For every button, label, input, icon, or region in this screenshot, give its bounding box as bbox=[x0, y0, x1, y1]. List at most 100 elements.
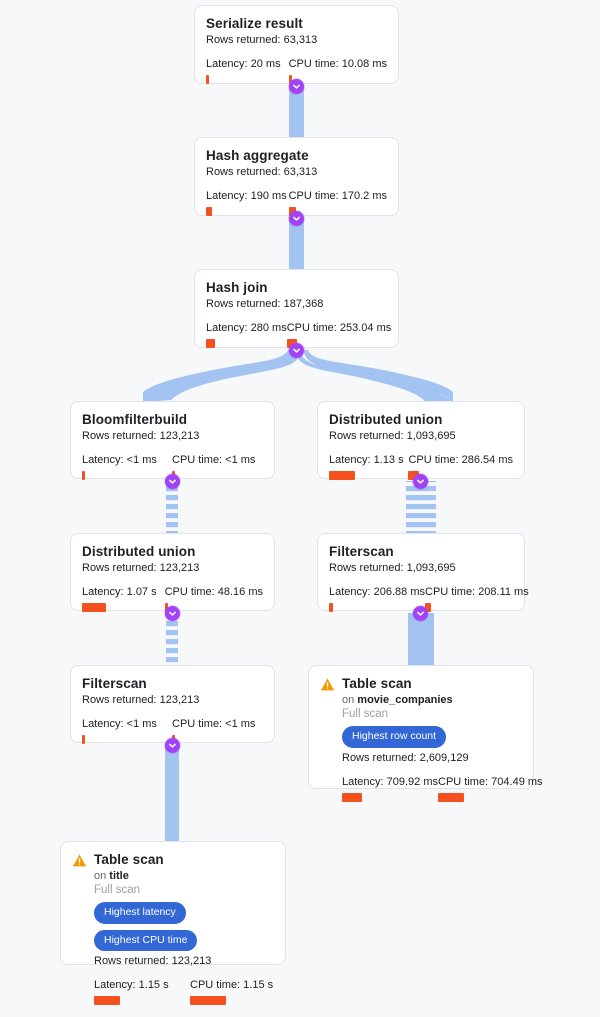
cpu-metric: CPU time: <1 ms bbox=[172, 453, 255, 480]
chevron-down-icon-filterscan-right[interactable] bbox=[413, 606, 428, 621]
latency-label: Latency: 190 ms bbox=[206, 190, 287, 202]
plan-node-distributed-union-left[interactable]: Distributed union Rows returned: 123,213… bbox=[70, 533, 275, 612]
node-header: Distributed union bbox=[82, 543, 263, 560]
cpu-metric: CPU time: 208.11 ms bbox=[425, 585, 529, 612]
node-badges: Highest row count bbox=[342, 726, 522, 748]
node-header: Hash join bbox=[206, 279, 387, 296]
edge-aggregate-to-join bbox=[289, 218, 304, 270]
chevron-down-icon-distributed-union-left[interactable] bbox=[165, 606, 180, 621]
edge-serialize-to-aggregate bbox=[289, 86, 304, 138]
chevron-down-icon-distributed-union-right[interactable] bbox=[413, 474, 428, 489]
latency-bar bbox=[82, 471, 85, 480]
node-metrics: Latency: <1 ms CPU time: <1 ms bbox=[82, 717, 263, 744]
latency-label: Latency: 709.92 ms bbox=[342, 775, 439, 788]
plan-node-distributed-union-right[interactable]: Distributed union Rows returned: 1,093,6… bbox=[317, 401, 525, 480]
node-header: Hash aggregate bbox=[206, 147, 387, 164]
badge-highest-latency[interactable]: Highest latency bbox=[94, 902, 186, 924]
edge-join-to-bloomfilterbuild bbox=[143, 350, 300, 402]
node-metrics: Latency: 20 ms CPU time: 10.08 ms bbox=[206, 57, 387, 84]
cpu-label: CPU time: 286.54 ms bbox=[408, 454, 513, 466]
latency-metric: Latency: 190 ms bbox=[206, 189, 289, 216]
node-title: Hash aggregate bbox=[206, 148, 309, 163]
plan-node-hash-aggregate[interactable]: Hash aggregate Rows returned: 63,313 Lat… bbox=[194, 137, 399, 216]
chevron-down-icon-bloomfilterbuild[interactable] bbox=[165, 474, 180, 489]
latency-metric: Latency: 280 ms bbox=[206, 321, 287, 348]
cpu-metric: CPU time: 704.49 ms bbox=[438, 775, 543, 802]
node-title: Filterscan bbox=[82, 676, 147, 691]
node-header: Bloomfilterbuild bbox=[82, 411, 263, 428]
cpu-metric: CPU time: <1 ms bbox=[172, 717, 255, 744]
cpu-metric: CPU time: 10.08 ms bbox=[288, 57, 387, 84]
node-header: Filterscan bbox=[329, 543, 513, 560]
latency-label: Latency: 280 ms bbox=[206, 322, 287, 334]
edge-join-to-bloomfilterbuild-band bbox=[143, 350, 296, 403]
node-title: Filterscan bbox=[329, 544, 394, 559]
plan-node-table-scan-title[interactable]: Table scan on title Full scan Highest la… bbox=[60, 841, 286, 1005]
cpu-metric: CPU time: 253.04 ms bbox=[286, 321, 391, 348]
latency-bar bbox=[206, 75, 209, 84]
node-scan-type: Full scan bbox=[342, 708, 389, 720]
latency-bar bbox=[94, 996, 120, 1005]
cpu-label: CPU time: 170.2 ms bbox=[288, 190, 387, 202]
cpu-label: CPU time: 208.11 ms bbox=[425, 586, 529, 598]
latency-label: Latency: <1 ms bbox=[82, 718, 157, 730]
warning-triangle-icon bbox=[320, 677, 335, 692]
cpu-bar bbox=[438, 792, 464, 802]
node-rows-returned: Rows returned: 123,213 bbox=[82, 562, 200, 574]
plan-node-serialize-result[interactable]: Serialize result Rows returned: 63,313 L… bbox=[194, 5, 399, 84]
chevron-down-icon-serialize-result[interactable] bbox=[289, 79, 304, 94]
latency-metric: Latency: 1.07 s bbox=[82, 585, 165, 612]
chevron-down-icon-filterscan-left[interactable] bbox=[165, 738, 180, 753]
node-scan-target: on movie_companies bbox=[342, 694, 453, 706]
cpu-metric: CPU time: 1.15 s bbox=[190, 978, 273, 1005]
edge-distributed-union-to-filterscan-right bbox=[406, 481, 436, 533]
node-rows-returned: Rows returned: 123,213 bbox=[94, 955, 212, 967]
plan-node-filterscan-left[interactable]: Filterscan Rows returned: 123,213 Latenc… bbox=[70, 665, 275, 744]
plan-node-filterscan-right[interactable]: Filterscan Rows returned: 1,093,695 Late… bbox=[317, 533, 529, 612]
plan-node-bloomfilterbuild[interactable]: Bloomfilterbuild Rows returned: 123,213 … bbox=[70, 401, 275, 480]
latency-metric: Latency: 1.15 s bbox=[94, 978, 190, 1005]
cpu-bar bbox=[190, 996, 226, 1005]
node-title: Distributed union bbox=[329, 412, 443, 427]
node-scan-target: on title bbox=[94, 870, 129, 882]
latency-label: Latency: <1 ms bbox=[82, 454, 157, 466]
latency-metric: Latency: 1.13 s bbox=[329, 453, 408, 480]
latency-bar bbox=[329, 471, 355, 480]
latency-metric: Latency: <1 ms bbox=[82, 453, 172, 480]
node-metrics: Latency: 1.07 s CPU time: 48.16 ms bbox=[82, 585, 263, 612]
node-metrics: Latency: 206.88 ms CPU time: 208.11 ms bbox=[329, 585, 529, 612]
node-header: Distributed union bbox=[329, 411, 513, 428]
cpu-label: CPU time: <1 ms bbox=[172, 454, 256, 466]
latency-metric: Latency: 709.92 ms bbox=[342, 775, 438, 802]
badge-highest-cpu-time[interactable]: Highest CPU time bbox=[94, 929, 198, 951]
latency-bar bbox=[329, 603, 333, 612]
latency-bar bbox=[342, 792, 362, 802]
warning-triangle-icon bbox=[72, 853, 87, 868]
node-rows-returned: Rows returned: 63,313 bbox=[206, 166, 318, 178]
latency-bar bbox=[82, 603, 106, 612]
node-body: on title Full scan Highest latency Highe… bbox=[72, 869, 274, 1005]
edge-join-to-distributed-union-band bbox=[296, 350, 453, 403]
node-header: Table scan bbox=[320, 675, 522, 692]
edge-filterscan-to-table-scan-left bbox=[165, 745, 179, 841]
node-metrics: Latency: 280 ms CPU time: 253.04 ms bbox=[206, 321, 391, 348]
node-title: Bloomfilterbuild bbox=[82, 412, 188, 427]
badge-highest-row-count[interactable]: Highest row count bbox=[342, 726, 447, 748]
plan-node-table-scan-movie-companies[interactable]: Table scan on movie_companies Full scan … bbox=[308, 665, 543, 802]
plan-node-hash-join[interactable]: Hash join Rows returned: 187,368 Latency… bbox=[194, 269, 399, 348]
latency-label: Latency: 20 ms bbox=[206, 58, 281, 70]
node-header: Table scan bbox=[72, 851, 274, 868]
node-rows-returned: Rows returned: 63,313 bbox=[206, 34, 318, 46]
latency-bar bbox=[206, 207, 212, 216]
cpu-label: CPU time: 10.08 ms bbox=[288, 58, 387, 70]
chevron-down-icon-hash-aggregate[interactable] bbox=[289, 211, 304, 226]
node-badges: Highest latency Highest CPU time bbox=[94, 902, 274, 951]
edge-join-to-distributed-union bbox=[304, 350, 453, 403]
node-metrics: Latency: <1 ms CPU time: <1 ms bbox=[82, 453, 263, 480]
cpu-bar bbox=[288, 75, 292, 84]
latency-bar bbox=[206, 339, 215, 348]
latency-metric: Latency: <1 ms bbox=[82, 717, 172, 744]
latency-bar bbox=[82, 735, 85, 744]
cpu-label: CPU time: 48.16 ms bbox=[164, 586, 263, 598]
chevron-down-icon-hash-join[interactable] bbox=[289, 343, 304, 358]
